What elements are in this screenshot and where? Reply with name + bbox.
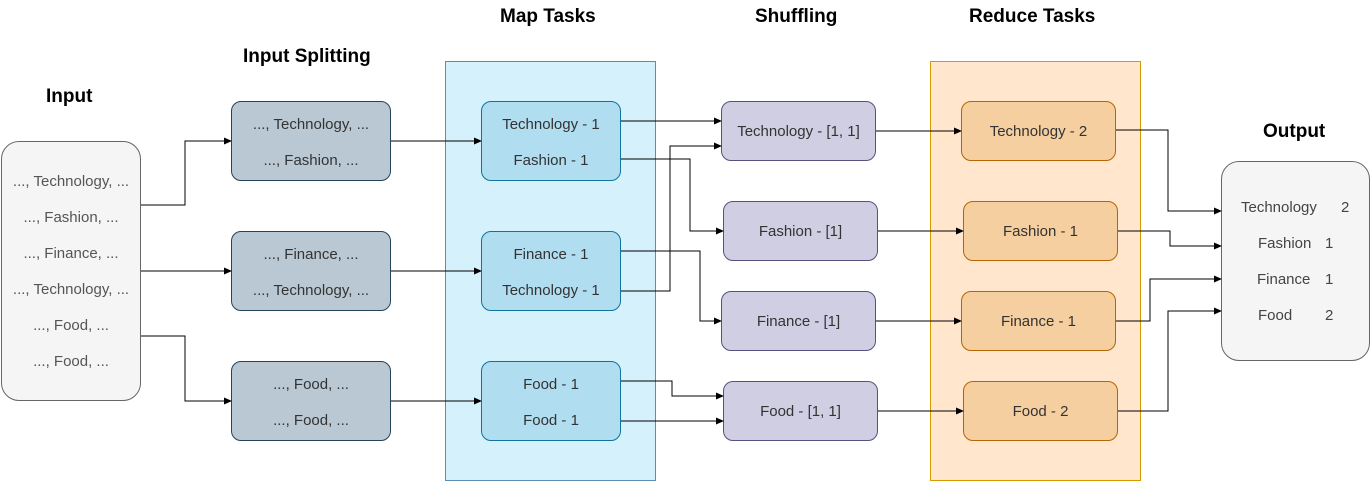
arrow-map-shuffle-finance bbox=[621, 250, 722, 325]
output-count: 1 bbox=[1325, 271, 1334, 288]
arrow-map-shuffle-fashion bbox=[621, 158, 724, 235]
reduce-box: Technology - 2 bbox=[961, 101, 1116, 161]
output-count: 1 bbox=[1325, 235, 1334, 252]
output-key: Finance bbox=[1257, 271, 1311, 288]
map-line: Food - 1 bbox=[523, 412, 579, 429]
reduce-label: Fashion - 1 bbox=[1002, 223, 1079, 240]
input-line: ..., Technology, ... bbox=[12, 173, 130, 190]
input-title: Input bbox=[46, 86, 93, 107]
reduce-label: Food - 2 bbox=[1012, 403, 1069, 420]
map-box: Finance - 1 Technology - 1 bbox=[481, 231, 621, 311]
shuffle-label: Technology - [1, 1] bbox=[737, 123, 860, 140]
shuffle-label: Food - [1, 1] bbox=[760, 403, 841, 420]
reduce-label: Technology - 2 bbox=[989, 123, 1088, 140]
split-line: ..., Technology, ... bbox=[252, 116, 370, 133]
output-count: 2 bbox=[1341, 199, 1350, 216]
arrow-input-split-3 bbox=[141, 335, 232, 405]
shuffle-label: Finance - [1] bbox=[756, 313, 841, 330]
map-line: Fashion - 1 bbox=[513, 152, 589, 169]
arrow-reduce-output-1 bbox=[1116, 129, 1222, 215]
input-line: ..., Finance, ... bbox=[23, 245, 119, 262]
reduce-label: Finance - 1 bbox=[1000, 313, 1077, 330]
output-box: Technology 2 Fashion 1 Finance 1 Food 2 bbox=[1221, 161, 1370, 361]
split-line: ..., Food, ... bbox=[273, 376, 349, 393]
input-line: ..., Food, ... bbox=[33, 353, 109, 370]
map-line: Food - 1 bbox=[523, 376, 579, 393]
arrow-reduce-output-4 bbox=[1118, 307, 1222, 412]
arrow-reduce-output-2 bbox=[1118, 230, 1222, 250]
reduce-box: Food - 2 bbox=[963, 381, 1118, 441]
split-line: ..., Finance, ... bbox=[263, 246, 359, 263]
output-count: 2 bbox=[1325, 307, 1334, 324]
input-line: ..., Technology, ... bbox=[12, 281, 130, 298]
arrow-reduce-output-3 bbox=[1116, 275, 1222, 322]
map-line: Technology - 1 bbox=[502, 116, 600, 133]
split-box: ..., Technology, ... ..., Fashion, ... bbox=[231, 101, 391, 181]
shuffle-box: Food - [1, 1] bbox=[723, 381, 878, 441]
shuffle-box: Finance - [1] bbox=[721, 291, 876, 351]
split-line: ..., Technology, ... bbox=[252, 282, 370, 299]
input-splitting-title: Input Splitting bbox=[243, 46, 371, 67]
arrow-map-shuffle-tech-2 bbox=[621, 142, 722, 292]
split-line: ..., Food, ... bbox=[273, 412, 349, 429]
shuffle-box: Fashion - [1] bbox=[723, 201, 878, 261]
arrow-map-shuffle-food-1 bbox=[621, 380, 724, 400]
shuffle-label: Fashion - [1] bbox=[758, 223, 843, 240]
split-box: ..., Food, ... ..., Food, ... bbox=[231, 361, 391, 441]
input-line: ..., Fashion, ... bbox=[23, 209, 119, 226]
map-box: Food - 1 Food - 1 bbox=[481, 361, 621, 441]
output-key: Technology bbox=[1241, 199, 1317, 216]
shuffling-title: Shuffling bbox=[755, 6, 838, 27]
map-line: Finance - 1 bbox=[513, 246, 589, 263]
map-tasks-title: Map Tasks bbox=[500, 6, 596, 27]
input-line: ..., Food, ... bbox=[33, 317, 109, 334]
reduce-box: Fashion - 1 bbox=[963, 201, 1118, 261]
input-box: ..., Technology, ... ..., Fashion, ... .… bbox=[1, 141, 141, 401]
output-title: Output bbox=[1263, 121, 1326, 142]
map-line: Technology - 1 bbox=[502, 282, 600, 299]
split-line: ..., Fashion, ... bbox=[263, 152, 359, 169]
output-key: Food bbox=[1258, 307, 1293, 324]
output-key: Fashion bbox=[1258, 235, 1312, 252]
shuffle-box: Technology - [1, 1] bbox=[721, 101, 876, 161]
arrow-input-split-1 bbox=[141, 137, 232, 206]
reduce-tasks-title: Reduce Tasks bbox=[969, 6, 1096, 27]
